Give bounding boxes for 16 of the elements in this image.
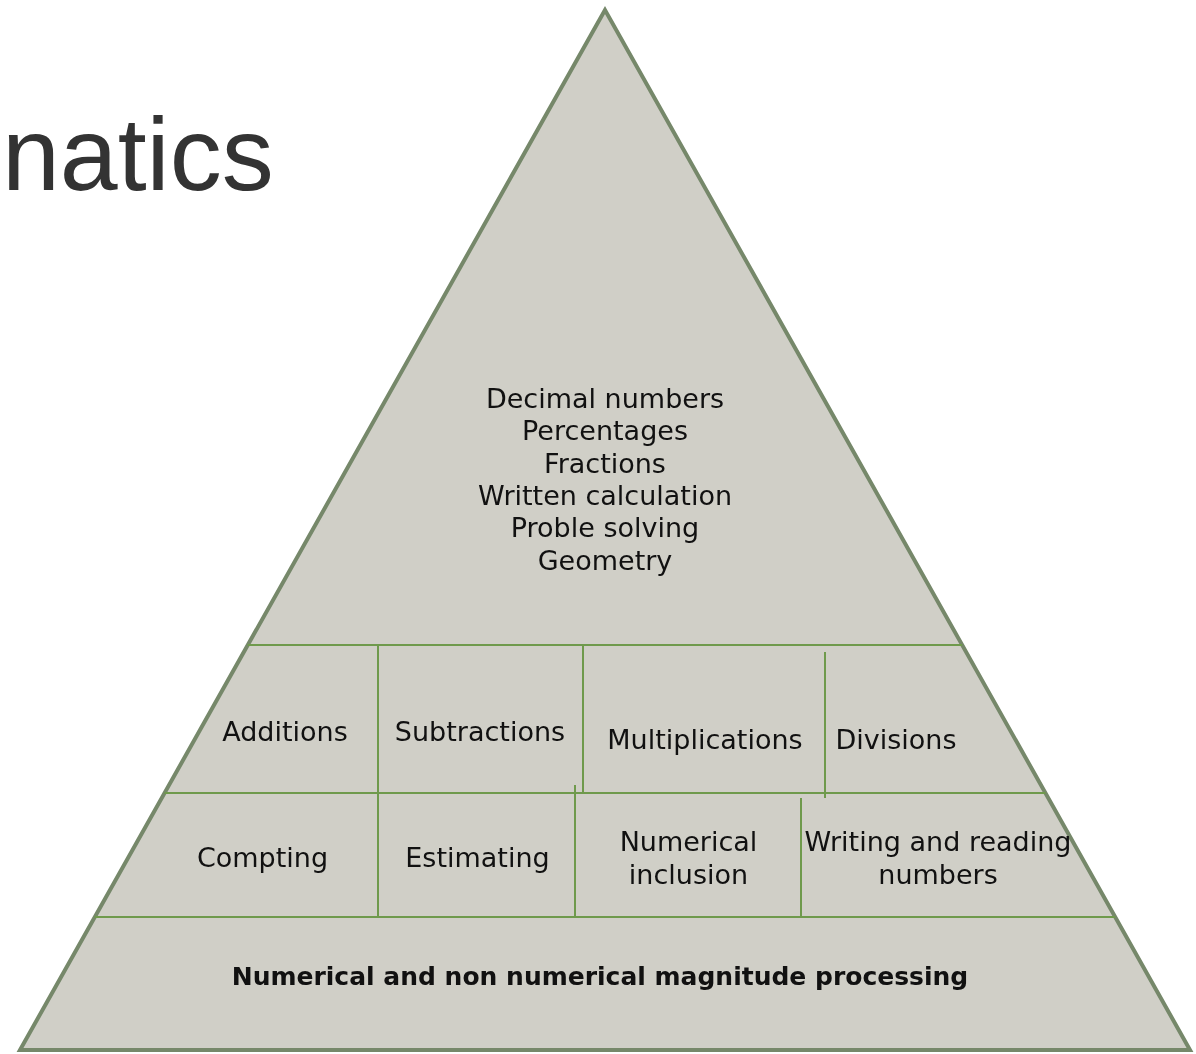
topic-text: Written calculation bbox=[477, 480, 733, 513]
skill-label: Estimating bbox=[380, 800, 575, 917]
topic-text: Geometry bbox=[537, 544, 673, 578]
skill-label: Compting bbox=[150, 800, 375, 917]
base-level-label: Numerical and non numerical magnitude processing bbox=[100, 917, 1100, 1037]
topic-text: Decimal numbers bbox=[485, 382, 725, 416]
skill-label: Subtractions bbox=[380, 690, 580, 775]
topic-text: Proble solving bbox=[510, 512, 700, 545]
slide-title: natics bbox=[2, 95, 274, 214]
skill-label: Multiplications bbox=[585, 690, 825, 790]
topic-text: Fractions bbox=[544, 447, 666, 480]
skill-label: Divisions bbox=[826, 690, 966, 790]
skill-label: Writing and reading numbers bbox=[803, 800, 1073, 917]
skill-label: Additions bbox=[195, 690, 375, 775]
skill-label: Numerical inclusion bbox=[577, 800, 800, 917]
topic-text: Percentages bbox=[522, 415, 688, 448]
